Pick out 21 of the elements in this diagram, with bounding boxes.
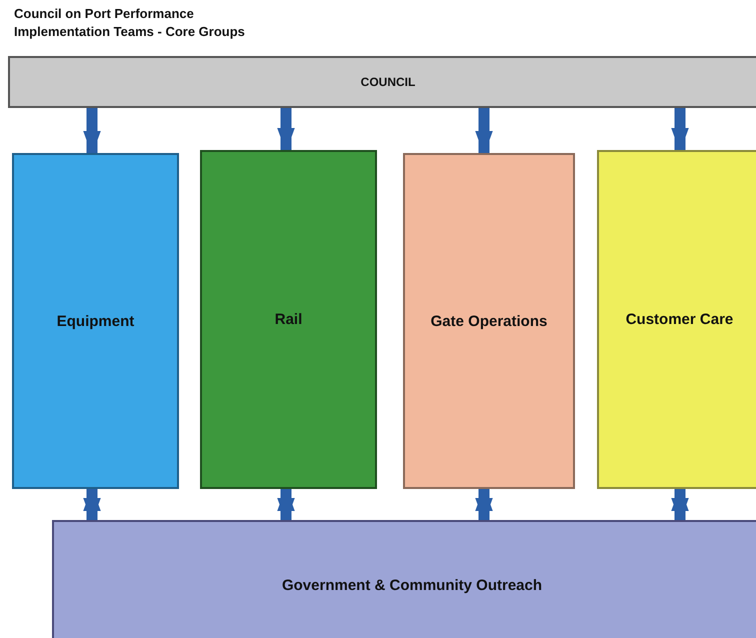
team-box <box>12 153 179 489</box>
box-label: COUNCIL <box>360 75 416 89</box>
arrow <box>83 108 101 156</box>
box-label: Rail <box>274 311 302 328</box>
team-box <box>597 150 756 489</box>
arrow <box>671 486 689 522</box>
box-label: Government & Community Outreach <box>282 576 542 594</box>
arrow <box>475 486 493 522</box>
outreach-box <box>52 520 756 638</box>
box-label: Equipment <box>56 312 134 330</box>
arrow <box>671 108 689 152</box>
arrow <box>277 486 295 522</box>
arrow <box>475 108 493 156</box>
box-label: Customer Care <box>626 311 734 328</box>
council-bar <box>8 56 756 108</box>
arrow <box>277 108 295 152</box>
team-box <box>200 150 377 489</box>
arrow <box>83 486 101 522</box>
diagram-title: Council on Port Performance Implementation Teams - Core Groups <box>14 5 246 41</box>
team-box <box>403 153 575 489</box>
box-label: Gate Operations <box>430 312 548 330</box>
